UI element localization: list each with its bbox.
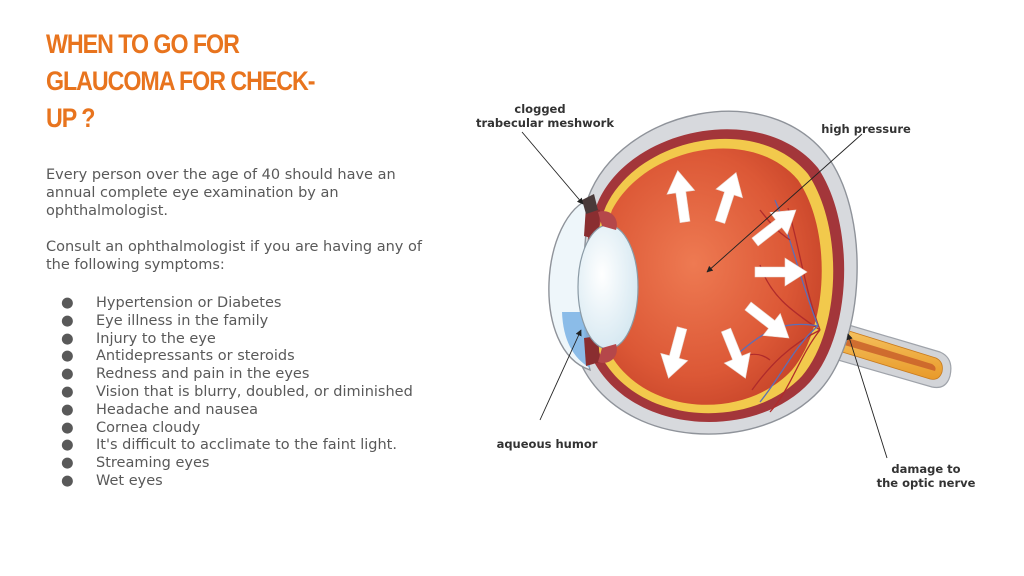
- bullet-icon: ●: [61, 348, 74, 365]
- symptom-text: Cornea cloudy: [96, 419, 201, 436]
- pressure-arrow-icon: [660, 326, 689, 379]
- symptoms-intro-paragraph: Consult an ophthalmologist if you are ha…: [46, 239, 422, 273]
- list-item: ● Cornea cloudy: [46, 419, 436, 437]
- symptom-text: Eye illness in the family: [96, 312, 269, 329]
- bullet-icon: ●: [61, 472, 74, 489]
- list-item: ● Injury to the eye: [46, 330, 436, 348]
- list-item: ● Eye illness in the family: [46, 312, 436, 330]
- pressure-arrow-icon: [714, 172, 744, 224]
- symptom-text: It's difficult to acclimate to the faint…: [96, 437, 397, 454]
- symptom-text: Hypertension or Diabetes: [96, 295, 282, 311]
- label-line: high pressure: [821, 122, 911, 136]
- symptom-text: Antidepressants or steroids: [96, 348, 295, 365]
- aqueous-callout-line: [539, 329, 582, 421]
- symptom-text: Redness and pain in the eyes: [96, 366, 310, 383]
- pressure-arrows: [660, 169, 808, 379]
- optic-nerve-callout-line: [846, 333, 888, 459]
- pressure-arrow-icon: [754, 257, 808, 287]
- list-item: ● Redness and pain in the eyes: [46, 365, 436, 383]
- eye-diagram: clogged trabecular meshwork high pressur…: [470, 90, 990, 500]
- bullet-icon: ●: [61, 437, 74, 454]
- bullet-icon: ●: [61, 455, 74, 472]
- bullet-icon: ●: [61, 330, 74, 347]
- glaucoma-eye-illustration: [521, 110, 952, 459]
- page-title: WHEN TO GO FOR GLAUCOMA FOR CHECK-UP ?: [46, 29, 315, 133]
- high-pressure-label: high pressure: [816, 122, 916, 136]
- trabecular-callout-line: [521, 131, 584, 205]
- pressure-arrow-icon: [666, 169, 696, 224]
- vitreous-body: [600, 148, 822, 405]
- label-line: clogged: [514, 102, 566, 116]
- list-item: ● Antidepressants or steroids: [46, 347, 436, 365]
- symptom-text: Injury to the eye: [96, 330, 216, 347]
- trabecular-meshwork: [582, 194, 598, 214]
- pressure-arrow-icon: [751, 209, 797, 247]
- bullet-icon: ●: [61, 366, 74, 383]
- aqueous-humor-label: aqueous humor: [492, 437, 602, 451]
- list-item: ● Headache and nausea: [46, 401, 436, 419]
- clogged-meshwork-label: clogged trabecular meshwork: [476, 102, 614, 130]
- list-item: ● Wet eyes: [46, 472, 436, 490]
- list-item: ● It's difficult to acclimate to the fain…: [46, 436, 436, 454]
- label-line: the optic nerve: [876, 476, 976, 490]
- pressure-arrow-icon: [744, 301, 790, 339]
- list-item: ● Streaming eyes: [46, 454, 436, 472]
- label-line: aqueous humor: [496, 437, 598, 451]
- list-item: ● Hypertension or Diabetes: [46, 294, 436, 312]
- optic-nerve-damage-label: damage to the optic nerve: [874, 462, 978, 490]
- bullet-icon: ●: [61, 295, 74, 311]
- symptom-text: Wet eyes: [96, 472, 163, 489]
- intro-paragraph: Every person over the age of 40 should h…: [46, 167, 396, 219]
- symptom-text: Headache and nausea: [96, 401, 259, 418]
- lens: [577, 224, 639, 350]
- high-pressure-callout-line: [706, 133, 863, 273]
- symptom-list: ● Hypertension or Diabetes ● Eye illness i…: [46, 294, 436, 490]
- symptom-text: Vision that is blurry, doubled, or dimin…: [96, 383, 413, 400]
- bullet-icon: ●: [61, 312, 74, 329]
- content-column: Every person over the age of 40 should h…: [46, 166, 436, 490]
- ciliary-body-upper: [598, 211, 617, 230]
- bullet-icon: ●: [61, 401, 74, 418]
- label-line: damage to: [891, 462, 961, 476]
- bullet-icon: ●: [61, 419, 74, 436]
- bullet-icon: ●: [61, 383, 74, 400]
- list-item: ● Vision that is blurry, doubled, or dimi…: [46, 383, 436, 401]
- ciliary-body-lower: [598, 344, 617, 363]
- pressure-arrow-icon: [720, 327, 751, 379]
- symptom-text: Streaming eyes: [96, 455, 210, 472]
- label-line: trabecular meshwork: [476, 116, 614, 130]
